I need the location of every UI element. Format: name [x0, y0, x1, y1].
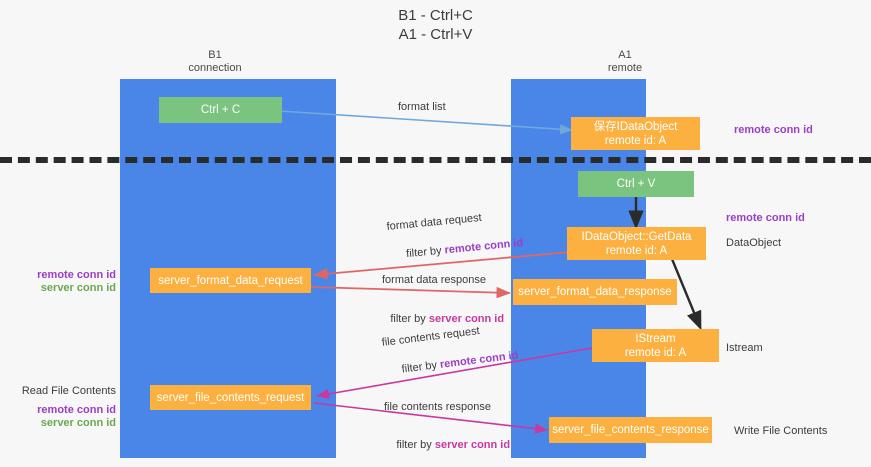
- annotation-right-remote-conn-id-top: remote conn id: [734, 124, 813, 136]
- server-conn-id-inline-2: server conn id: [434, 439, 511, 451]
- edge-label-format-data-response-line2: filter by server conn id: [372, 298, 504, 340]
- edge-label-format-list: format list: [398, 101, 446, 113]
- node-server-format-data-response[interactable]: server_format_data_response: [513, 279, 677, 305]
- server-conn-id-inline-1: server conn id: [428, 313, 505, 325]
- node-server-format-data-request[interactable]: server_format_data_request: [150, 268, 311, 293]
- annotation-right-remote-conn-id-mid: remote conn id: [726, 212, 805, 224]
- annotation-right-write-file-contents: Write File Contents: [734, 425, 828, 437]
- column-header-b1: B1 connection: [188, 49, 242, 74]
- node-idataobject-getdata[interactable]: IDataObject::GetData remote id: A: [567, 227, 706, 260]
- edge-label-file-contents-response: file contents response filter by server …: [384, 400, 510, 466]
- node-server-file-contents-response-label: server_file_contents_response: [552, 424, 709, 436]
- node-ctrl-c[interactable]: Ctrl + C: [159, 97, 282, 123]
- node-istream[interactable]: IStream remote id: A: [592, 329, 719, 362]
- annotation-right-istream: Istream: [726, 342, 763, 354]
- node-ctrl-v[interactable]: Ctrl + V: [578, 171, 694, 197]
- edge-label-format-data-response-line1: format data response: [382, 274, 486, 286]
- filter-by-text-2: filter by: [390, 313, 429, 325]
- annotation-right-dataobject: DataObject: [726, 237, 782, 249]
- node-server-file-contents-response[interactable]: server_file_contents_response: [549, 417, 712, 443]
- filter-by-text-1: filter by: [405, 244, 446, 261]
- annotation-left-server-conn-id-2: server conn id: [40, 417, 116, 429]
- node-server-file-contents-request[interactable]: server_file_contents_request: [150, 385, 311, 410]
- filter-by-text-3: filter by: [401, 358, 441, 376]
- node-save-idataobject-sublabel: remote id: A: [604, 134, 667, 147]
- edge-label-format-data-request: format data request filter by remote con…: [386, 212, 524, 277]
- remote-conn-id-inline-2: remote conn id: [439, 349, 519, 371]
- remote-conn-id-inline-1: remote conn id: [444, 236, 524, 257]
- node-server-format-data-response-label: server_format_data_response: [518, 286, 672, 298]
- edge-label-file-contents-response-line2: filter by server conn id: [378, 424, 510, 466]
- node-save-idataobject[interactable]: 保存IDataObject remote id: A: [571, 117, 700, 150]
- diagram-title: B1 - Ctrl+C A1 - Ctrl+V: [398, 7, 473, 43]
- edge-label-file-contents-response-line1: file contents response: [384, 401, 492, 413]
- annotation-left-remote-conn-id: remote conn id: [37, 269, 116, 281]
- node-idataobject-getdata-label: IDataObject::GetData: [581, 230, 692, 243]
- edge-label-format-data-response: format data response filter by server co…: [382, 273, 504, 340]
- node-save-idataobject-label: 保存IDataObject: [593, 120, 678, 133]
- column-header-a1: A1 remote: [607, 49, 643, 74]
- node-ctrl-c-label: Ctrl + C: [200, 104, 241, 116]
- annotation-left-read-file-contents: Read File Contents: [21, 385, 116, 397]
- edge-label-file-contents-request: file contents request filter by remote c…: [381, 325, 519, 393]
- annotation-left-server-conn-id: server conn id: [40, 282, 116, 294]
- node-istream-sublabel: remote id: A: [624, 346, 687, 359]
- node-ctrl-v-label: Ctrl + V: [616, 178, 656, 190]
- phase-separator: [0, 157, 871, 163]
- node-istream-label: IStream: [635, 332, 676, 345]
- filter-by-text-4: filter by: [396, 439, 435, 451]
- node-idataobject-getdata-sublabel: remote id: A: [605, 244, 668, 257]
- node-server-file-contents-request-label: server_file_contents_request: [156, 391, 305, 404]
- node-server-format-data-request-label: server_format_data_request: [158, 274, 303, 287]
- annotation-left-remote-conn-id-2: remote conn id: [37, 404, 116, 416]
